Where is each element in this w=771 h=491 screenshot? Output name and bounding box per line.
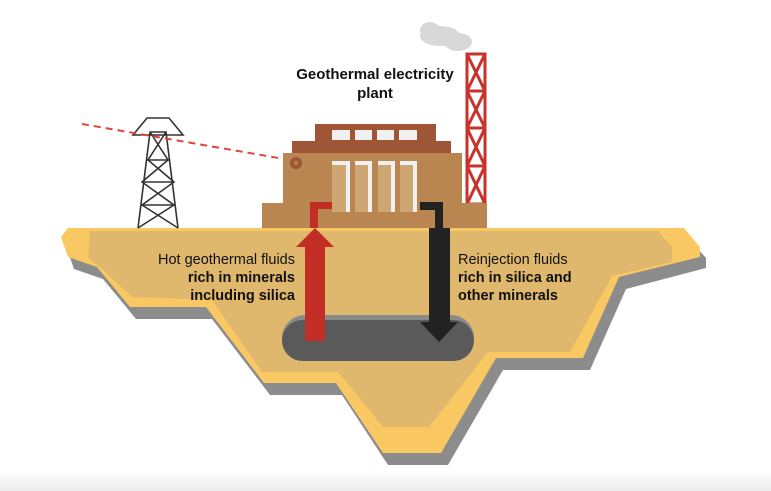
power-line: [81, 123, 291, 161]
title-line-1: Geothermal electricity: [296, 66, 454, 83]
smoke-cloud: [420, 22, 472, 51]
left-label-line-3: including silica: [190, 288, 296, 304]
left-label-line-2: rich in minerals: [188, 270, 295, 286]
power-plant-building: [262, 124, 487, 228]
power-pylon: [131, 117, 185, 229]
hot-fluid-arrow: [296, 202, 334, 341]
left-label-line-1: Hot geothermal fluids: [158, 252, 295, 268]
right-label-line-2: rich in silica and: [458, 270, 572, 286]
right-label-line-1: Reinjection fluids: [458, 252, 568, 268]
right-label-line-3: other minerals: [458, 288, 558, 304]
reinjection-arrow: [420, 202, 458, 342]
title-line-2: plant: [357, 85, 393, 102]
chimney-tower: [465, 52, 487, 206]
